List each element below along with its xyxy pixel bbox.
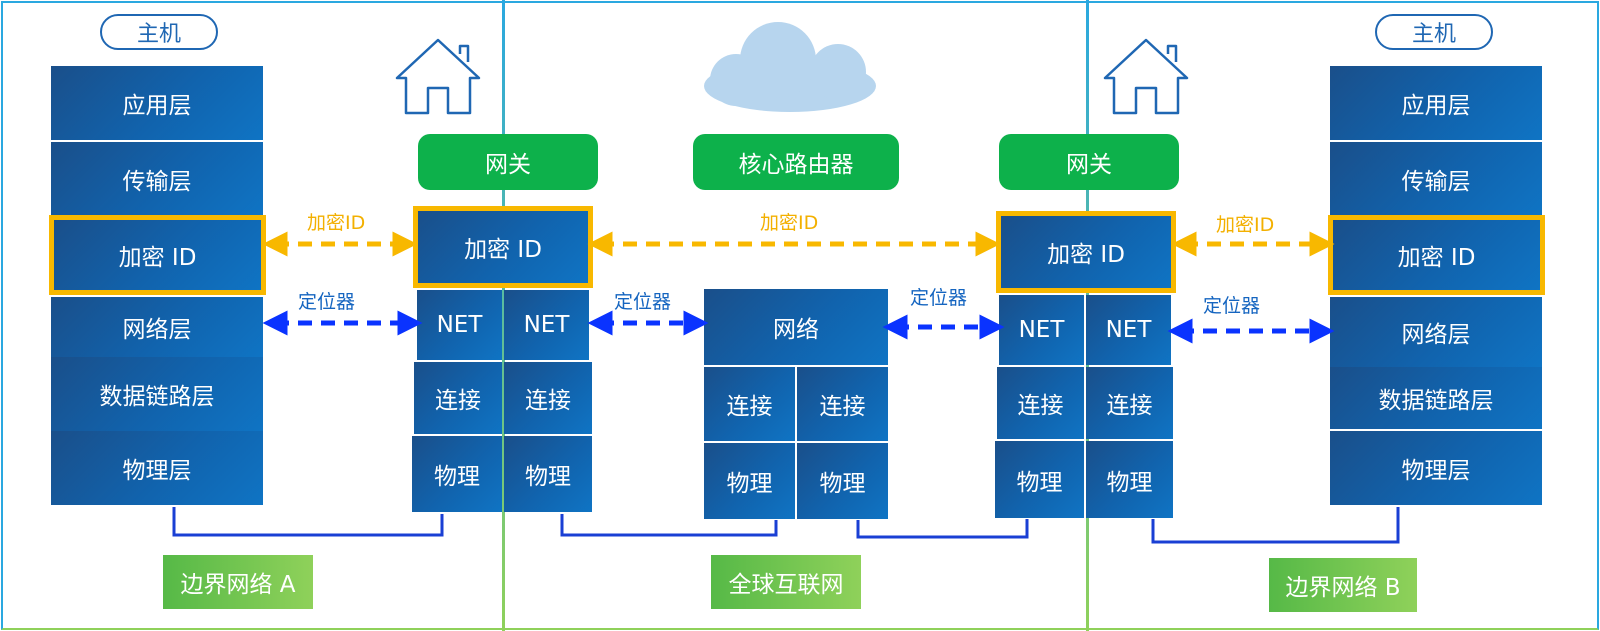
enc-arrow-label-right: 加密ID: [1216, 214, 1275, 236]
host-left-datalink-layer: 数据链路层: [51, 357, 263, 431]
gateway-right-net-a: NET: [999, 295, 1084, 365]
core-router-label: 核心路由器: [693, 134, 899, 190]
enc-arrow-label-left: 加密ID: [307, 212, 366, 234]
physical-link-internet-right: [856, 519, 1029, 539]
loc-arrow-label-right: 定位器: [1203, 295, 1261, 317]
cloud-icon: [704, 22, 876, 112]
host-left-network-layer: 网络层: [51, 297, 263, 357]
house-icon: [1103, 38, 1189, 115]
gateway-right-encrypted-id: 加密 ID: [996, 211, 1176, 293]
host-right-network-layer: 网络层: [1330, 297, 1542, 367]
gateway-left-link-b: 连接: [504, 362, 592, 434]
divider-left: [502, 0, 505, 631]
gateway-left-phys-a: 物理: [412, 436, 502, 512]
network-label-a: 边界网络 A: [163, 555, 313, 609]
physical-link-internet-left: [560, 514, 778, 537]
host-left-encrypted-id-layer: 加密 ID: [49, 215, 266, 295]
gateway-right-phys-b: 物理: [1086, 441, 1173, 518]
core-router-phys-b: 物理: [797, 443, 888, 519]
gateway-right-link-b: 连接: [1086, 367, 1173, 439]
host-right-physical-layer: 物理层: [1330, 431, 1542, 505]
gateway-right-label: 网关: [999, 134, 1179, 190]
gateway-left-link-a: 连接: [414, 362, 502, 434]
core-router-link-a: 连接: [704, 367, 795, 441]
host-label-right: 主机: [1375, 14, 1493, 50]
host-left-application-layer: 应用层: [51, 66, 263, 140]
physical-link-b: [1151, 507, 1400, 544]
gateway-left-encrypted-id: 加密 ID: [413, 206, 593, 288]
core-router-network: 网络: [704, 289, 888, 365]
host-right-transport-layer: 传输层: [1330, 142, 1542, 216]
physical-link-a: [172, 507, 444, 537]
core-router-link-b: 连接: [797, 367, 888, 441]
gateway-left-label: 网关: [418, 134, 598, 190]
gateway-right-phys-a: 物理: [995, 441, 1084, 518]
loc-arrow-label-left: 定位器: [298, 291, 356, 313]
loc-arrow-label-mid-right: 定位器: [910, 287, 968, 309]
host-right-application-layer: 应用层: [1330, 66, 1542, 140]
gateway-left-phys-b: 物理: [504, 436, 592, 512]
host-left-transport-layer: 传输层: [51, 142, 263, 216]
loc-arrow-label-mid-left: 定位器: [614, 291, 672, 313]
host-label-left: 主机: [100, 14, 218, 50]
host-left-physical-layer: 物理层: [51, 431, 263, 505]
gateway-right-link-a: 连接: [997, 367, 1084, 439]
enc-arrow-label-middle: 加密ID: [760, 212, 819, 234]
gateway-left-net-b: NET: [504, 290, 589, 360]
network-label-b: 边界网络 B: [1269, 558, 1417, 612]
gateway-right-net-b: NET: [1086, 295, 1171, 365]
gateway-left-net-a: NET: [417, 290, 502, 360]
network-label-internet: 全球互联网: [711, 555, 861, 609]
host-right-datalink-layer: 数据链路层: [1330, 367, 1542, 429]
core-router-phys-a: 物理: [704, 443, 795, 519]
house-icon: [395, 38, 481, 115]
